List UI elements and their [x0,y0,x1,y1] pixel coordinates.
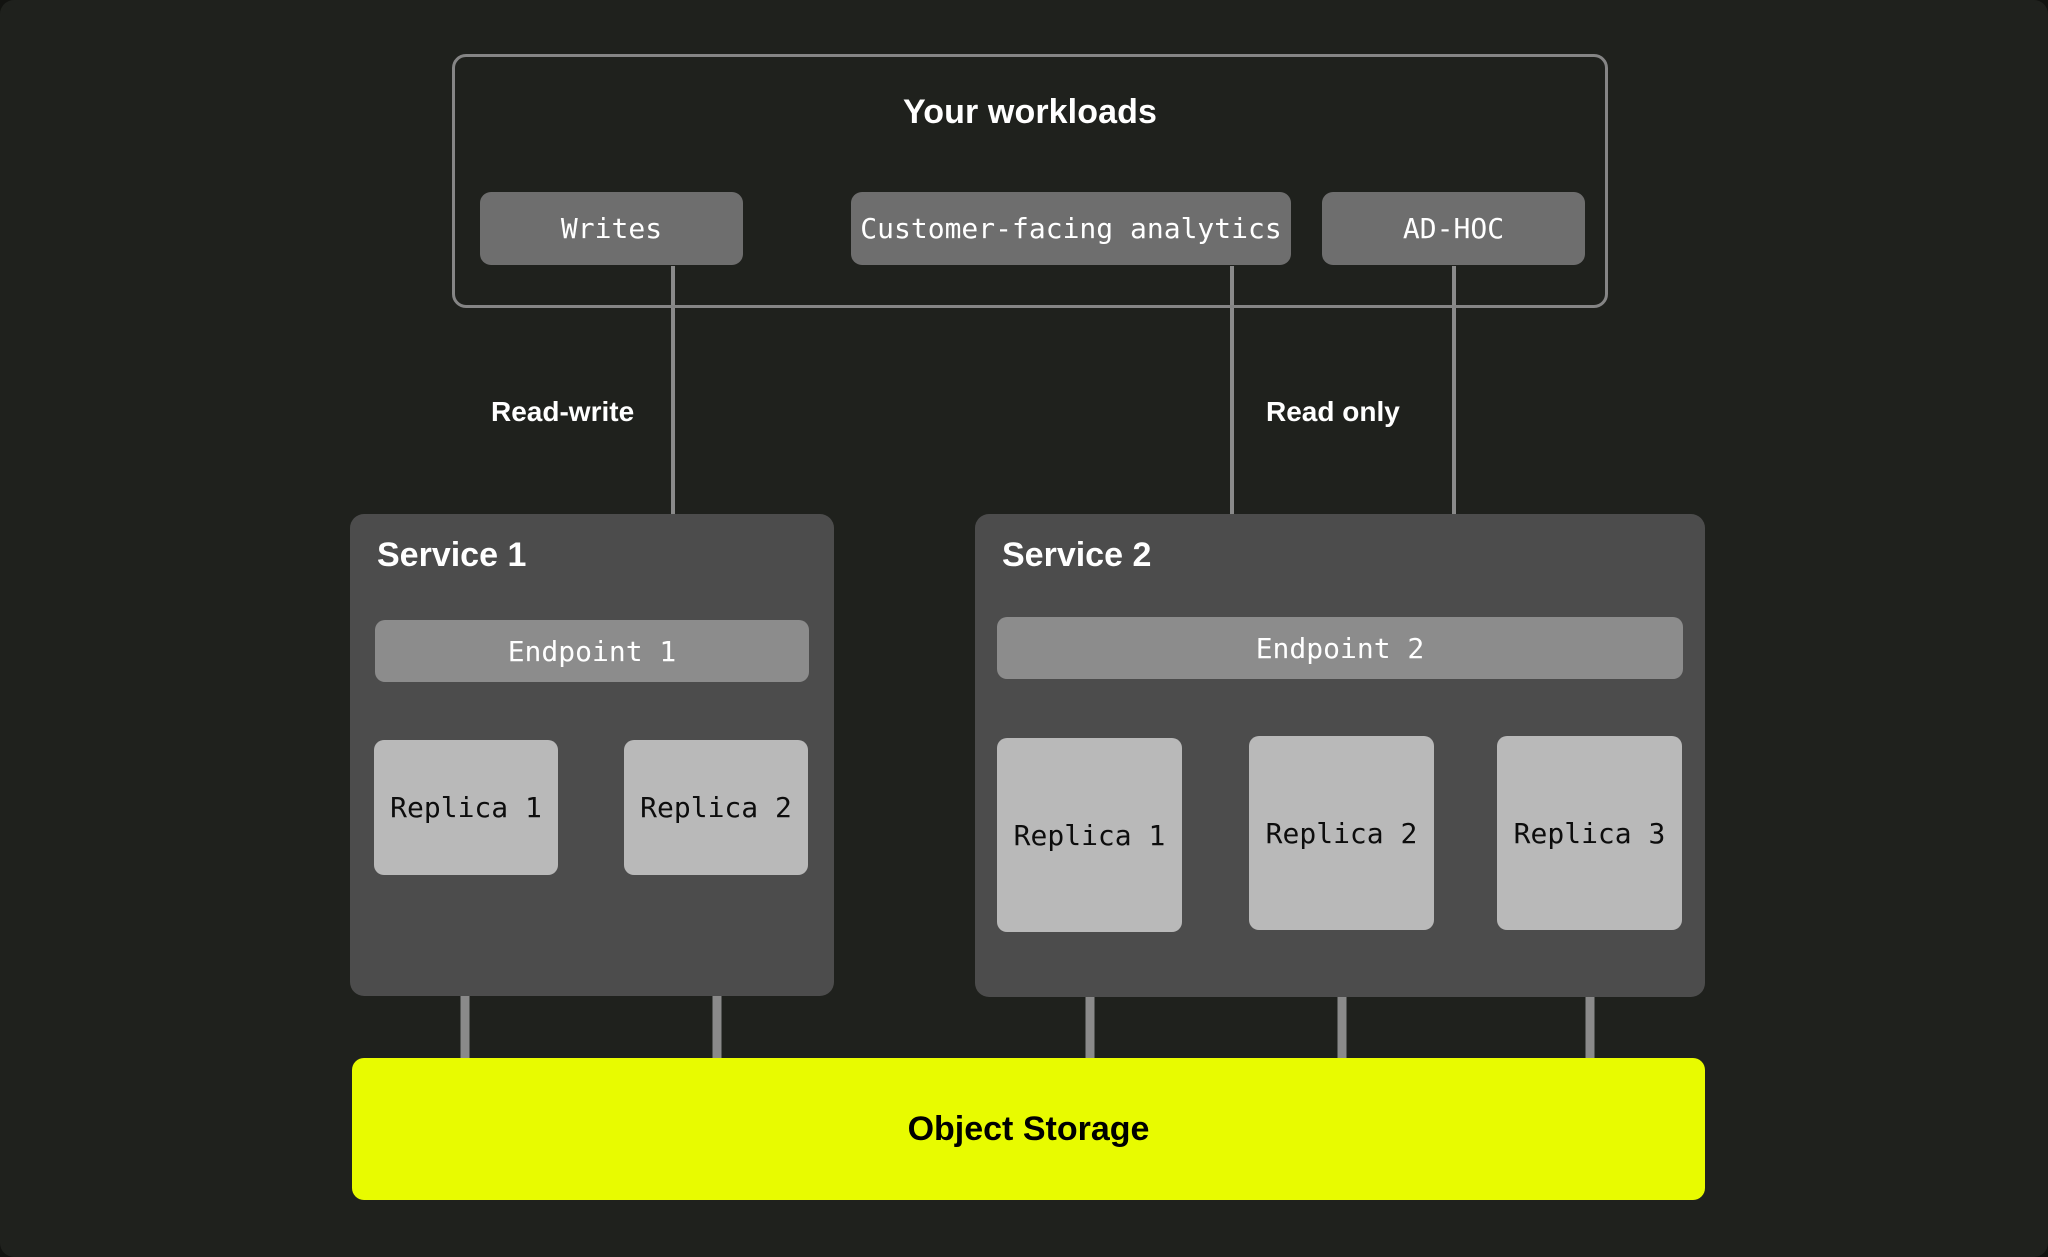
service1-replica-2[interactable]: Replica 2 [624,740,808,875]
workload-chip-ad-hoc[interactable]: AD-HOC [1322,192,1585,265]
edge-label-read-only: Read only [1266,396,1400,427]
replica-label: Replica 1 [390,791,542,824]
workloads-container: Your workloads [452,54,1608,308]
service2-replica-2[interactable]: Replica 2 [1249,736,1434,930]
service-title: Service 2 [1002,536,1152,574]
workloads-title: Your workloads [903,93,1157,131]
endpoint-2[interactable]: Endpoint 2 [997,617,1683,679]
replica-label: Replica 2 [640,791,792,824]
endpoint-label: Endpoint 2 [1255,631,1425,665]
service1-replica-1[interactable]: Replica 1 [374,740,558,875]
edge-label-read-write: Read-write [491,396,635,427]
object-storage-label: Object Storage [907,1109,1150,1148]
workload-chip-label: AD-HOC [1402,212,1505,245]
replica-label: Replica 1 [1013,818,1166,852]
service2-replica-1[interactable]: Replica 1 [997,738,1182,932]
workload-chip-customer-facing-analytics[interactable]: Customer-facing analytics [851,192,1291,265]
workload-chip-writes[interactable]: Writes [480,192,743,265]
replica-label: Replica 3 [1513,816,1666,850]
object-storage-bar[interactable]: Object Storage [352,1058,1705,1200]
endpoint-1[interactable]: Endpoint 1 [375,620,809,682]
workload-chip-label: Customer-facing analytics [860,212,1282,245]
service-title: Service 1 [377,536,527,574]
endpoint-label: Endpoint 1 [507,634,677,668]
service2-replica-3[interactable]: Replica 3 [1497,736,1682,930]
workload-chip-label: Writes [560,212,663,245]
replica-label: Replica 2 [1265,816,1418,850]
